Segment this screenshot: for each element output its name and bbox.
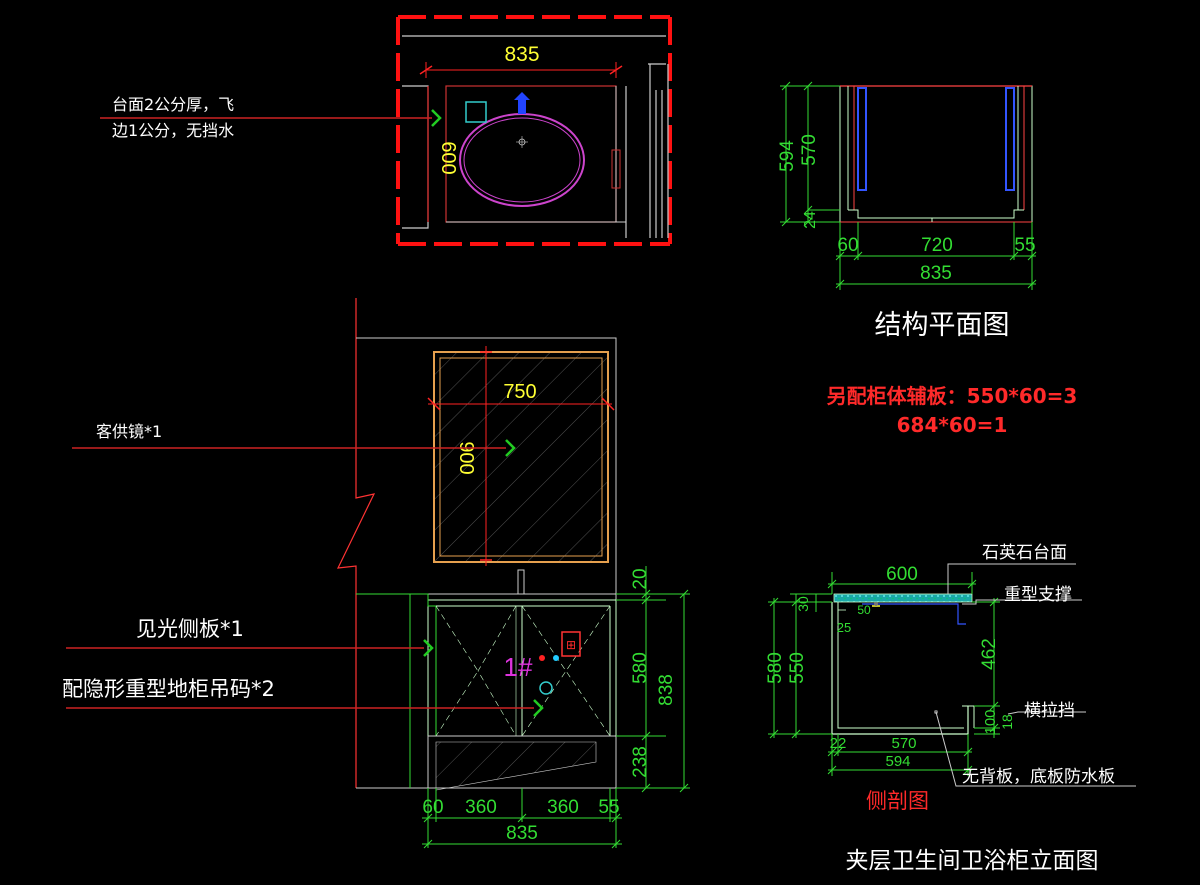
cabinet-number: 1#: [504, 652, 533, 682]
quartz-countertop: [833, 593, 973, 603]
section-left-dims: [768, 593, 832, 739]
plan-depth-dim: 600: [427, 86, 459, 222]
front-dim-238: 238: [630, 746, 651, 778]
section-top-dim: [827, 572, 977, 594]
plan-width-label: 835: [504, 43, 539, 66]
soap-dish-icon: [465, 101, 487, 123]
structure-dim-835: 835: [920, 263, 952, 284]
base-cabinet: ⊞ 1#: [356, 593, 617, 791]
front-bottom-dims: [422, 788, 622, 849]
basin-icon: [459, 113, 585, 207]
structure-dim-570: 570: [799, 134, 820, 166]
side-section: 600 580 550 30 25 50 462 100 18: [765, 543, 1136, 813]
front-right-dims: [616, 566, 690, 793]
mirror-note: 客供镜*1: [96, 422, 162, 441]
no-back-label: 无背板，底板防水板: [962, 767, 1115, 787]
side-panel-arrow-icon: [423, 639, 434, 657]
front-dim-20: 20: [630, 568, 651, 589]
side-section-title: 侧剖图: [866, 789, 929, 813]
front-dim-580: 580: [630, 652, 651, 684]
front-dim-838: 838: [656, 674, 677, 706]
extra-panels-line2: 684*60=1: [897, 413, 1008, 437]
section-dim-550: 550: [787, 652, 808, 684]
section-dim-18: 18: [999, 714, 1015, 730]
section-dim-30: 30: [795, 596, 811, 612]
plan-depth-label: 600: [437, 141, 459, 174]
section-dim-100: 100: [982, 709, 999, 734]
drawing-title: 夹层卫生间卫浴柜立面图: [846, 848, 1099, 874]
hanger-arrow-icon: [533, 699, 544, 717]
plan-note-arrow-icon: [431, 109, 442, 127]
structure-dim-594: 594: [777, 140, 798, 172]
extra-panels-line1: 另配柜体辅板：550*60=3: [827, 384, 1078, 408]
wall-break-line: [336, 298, 376, 788]
section-dim-594: 594: [885, 753, 910, 770]
hanger-note: 配隐形重型地柜吊码*2: [62, 677, 275, 701]
mirror-width-label: 750: [503, 381, 536, 403]
plan-view: 835 600 台面2公分厚，飞 边1公分，无挡水: [100, 15, 672, 246]
front-elevation: 750 900 客供镜*1 ⊞: [62, 298, 690, 849]
front-dim-b4: 55: [598, 797, 619, 818]
support-label: 重型支撑: [1004, 585, 1072, 605]
section-dim-600: 600: [886, 564, 918, 585]
section-dim-570: 570: [891, 735, 916, 752]
section-dim-580: 580: [765, 652, 786, 684]
structure-bottom-dims: [835, 222, 1037, 290]
extra-panels-note: 另配柜体辅板：550*60=3 684*60=1: [827, 384, 1078, 437]
wall-outline: [396, 15, 672, 246]
structure-left-dims: [780, 81, 840, 227]
mirror-arrow-icon: [505, 439, 516, 457]
side-panel-note: 见光侧板*1: [136, 617, 244, 641]
section-dim-25: 25: [837, 620, 851, 635]
plan-walls: [402, 35, 669, 238]
crossbar-label: 横拉挡: [1024, 701, 1075, 721]
structure-plan: 594 570 24 60 720 55 835 结构平面图: [777, 81, 1037, 341]
plan-note-line2: 边1公分，无挡水: [112, 121, 234, 140]
structure-dim-720: 720: [921, 235, 953, 256]
structure-dim-55: 55: [1014, 235, 1035, 256]
section-dim-462: 462: [979, 638, 1000, 670]
plan-width-dim: 835: [419, 43, 623, 78]
plan-note-line1: 台面2公分厚，飞: [112, 95, 234, 114]
structure-dim-60: 60: [837, 235, 858, 256]
structure-dim-24: 24: [802, 211, 819, 229]
front-dim-b3: 360: [547, 797, 579, 818]
mirror: 750 900: [427, 346, 615, 566]
mirror-height-label: 900: [455, 441, 477, 474]
front-dim-b2: 360: [465, 797, 497, 818]
front-dim-bottom-total: 835: [506, 823, 538, 844]
section-dim-22: 22: [830, 735, 847, 752]
countertop-label: 石英石台面: [982, 543, 1067, 563]
front-dim-b1: 60: [422, 797, 443, 818]
faucet-icon: [514, 92, 530, 114]
section-dim-50: 50: [857, 603, 871, 617]
power-socket-icon: ⊞: [566, 638, 576, 652]
structure-plan-title: 结构平面图: [875, 310, 1010, 341]
section-bottom-dims: [827, 734, 973, 776]
section-right-dims: [972, 597, 1000, 738]
